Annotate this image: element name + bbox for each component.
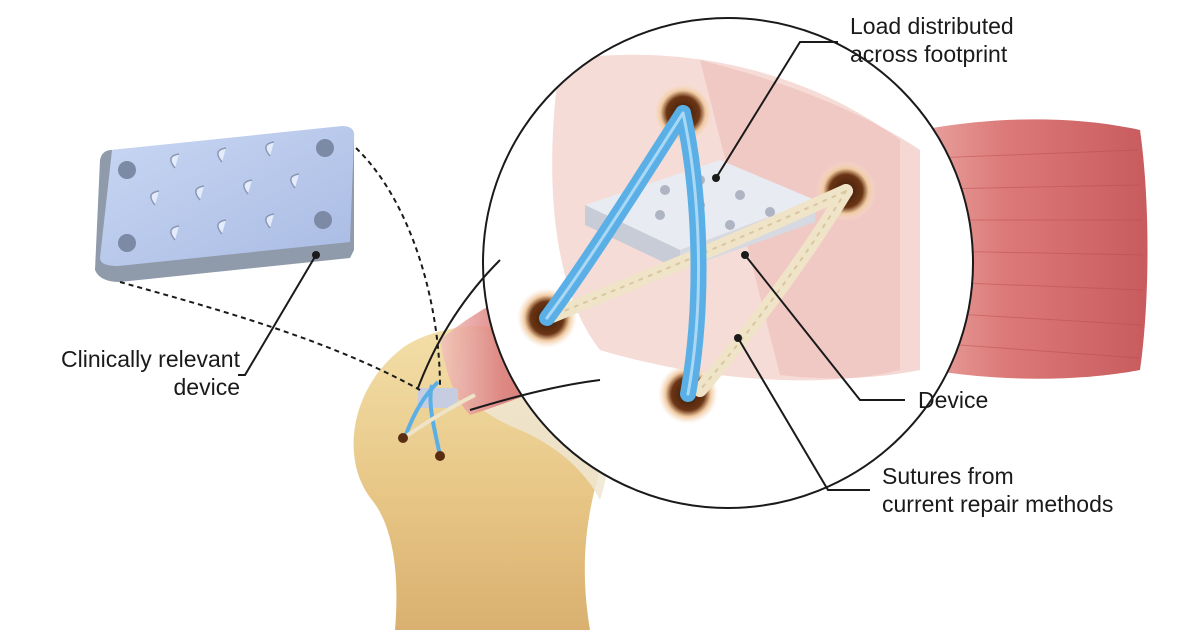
small-hole-icon <box>398 433 408 443</box>
label-device: Device <box>918 386 988 414</box>
label-sutures: Sutures from current repair methods <box>882 462 1113 518</box>
leader-dot <box>312 251 320 259</box>
label-load-distributed: Load distributed across footprint <box>850 12 1014 68</box>
leader-dot <box>741 251 749 259</box>
small-hole-icon <box>435 451 445 461</box>
leader-dot <box>712 174 720 182</box>
magnified-circle <box>483 18 973 508</box>
leader-dot <box>734 334 742 342</box>
label-clinically-relevant-device: Clinically relevant device <box>10 345 240 401</box>
